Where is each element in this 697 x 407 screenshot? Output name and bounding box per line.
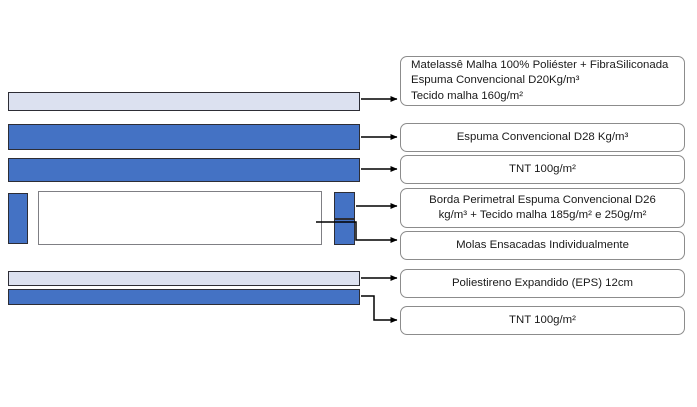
callout-top-cover-line-2: Espuma Convencional D20Kg/m³ [411, 74, 580, 87]
callout-perimeter-border-line-1: Borda Perimetral Espuma Convencional D26 [429, 193, 656, 206]
callout-foam-d28-line-1: Espuma Convencional D28 Kg/m³ [456, 130, 629, 143]
callout-perimeter-border[interactable]: Borda Perimetral Espuma Convencional D26… [400, 188, 685, 228]
layer-spring-core [38, 191, 322, 245]
layer-tnt-upper [8, 158, 360, 182]
callout-top-cover-line-3: Tecido malha 160g/m² [411, 89, 524, 102]
layer-perimeter-right-upper [334, 192, 355, 219]
callout-top-cover[interactable]: Matelassê Malha 100% Poliéster + FibraSi… [400, 56, 685, 106]
layer-eps-base [8, 271, 360, 286]
callout-pocket-springs[interactable]: Molas Ensacadas Individualmente [400, 231, 685, 260]
callout-tnt-upper[interactable]: TNT 100g/m² [400, 155, 685, 184]
callout-eps[interactable]: Poliestireno Expandido (EPS) 12cm [400, 269, 685, 298]
callout-tnt-lower[interactable]: TNT 100g/m² [400, 306, 685, 335]
callout-pocket-springs-line-1: Molas Ensacadas Individualmente [456, 238, 629, 251]
callout-eps-line-1: Poliestireno Expandido (EPS) 12cm [451, 276, 634, 289]
layer-tnt-lower [8, 289, 360, 305]
callout-tnt-lower-line-1: TNT 100g/m² [509, 313, 576, 326]
callout-foam-d28[interactable]: Espuma Convencional D28 Kg/m³ [400, 123, 685, 152]
callout-top-cover-line-1: Matelassê Malha 100% Poliéster + FibraSi… [411, 58, 669, 71]
callout-perimeter-border-line-2: kg/m³ + Tecido malha 185g/m² e 250g/m² [438, 209, 647, 221]
callout-tnt-upper-line-1: TNT 100g/m² [509, 162, 576, 175]
layer-perimeter-left [8, 193, 28, 244]
layer-foam-d28 [8, 124, 360, 150]
layer-perimeter-right-lower [334, 219, 355, 245]
layer-quilt-top [8, 92, 360, 111]
